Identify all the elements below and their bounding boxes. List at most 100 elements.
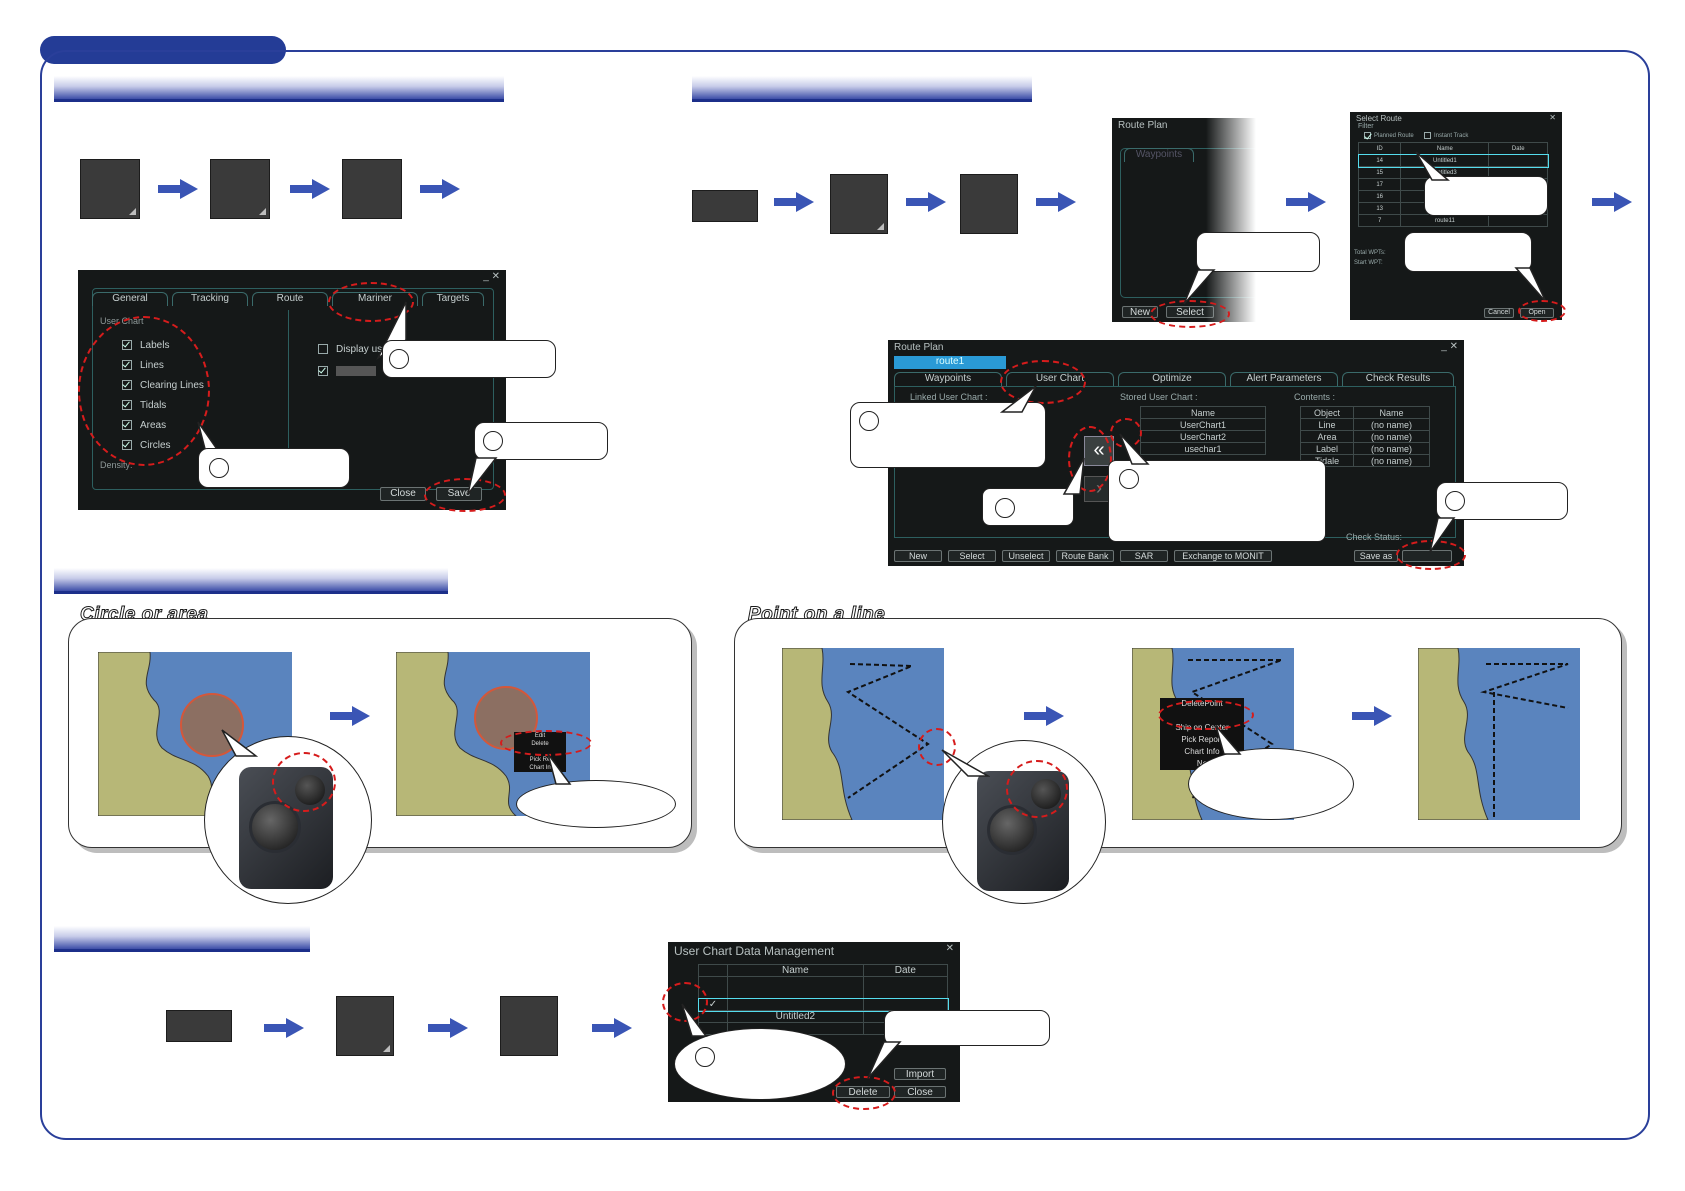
- highlight-right-button: [272, 752, 336, 812]
- close-icon[interactable]: _ ✕: [483, 271, 500, 282]
- column-header: Object: [1299, 406, 1355, 419]
- contents-label: Contents :: [1294, 392, 1336, 402]
- highlight-delete-button: [832, 1076, 896, 1110]
- tab-label: Waypoints: [924, 373, 972, 384]
- table-row[interactable]: UserChart1: [1140, 418, 1266, 431]
- highlight-row-checkbox: [662, 982, 708, 1022]
- section-bar-manage: [54, 926, 310, 952]
- window-title: User Chart Data Management: [674, 944, 835, 958]
- callout-delete-point: [1188, 748, 1354, 820]
- highlight-mariner-tab: [328, 282, 414, 322]
- cancel-button[interactable]: Cancel: [1484, 308, 1514, 318]
- close-icon[interactable]: ✕: [945, 943, 954, 954]
- table-row[interactable]: Line(no name): [1299, 418, 1430, 431]
- sar-button[interactable]: SAR: [1120, 550, 1168, 562]
- highlight-checkboxes: [78, 316, 210, 466]
- tab-waypoints[interactable]: Waypoints: [894, 372, 1002, 386]
- chart-map[interactable]: [1418, 648, 1580, 820]
- menu-item-pick-report[interactable]: Pick Re: [529, 757, 551, 763]
- callout-tail: [1119, 433, 1150, 465]
- select-button[interactable]: Select: [948, 550, 996, 562]
- tab-label: Waypoints: [1135, 149, 1183, 160]
- step-number: [1119, 469, 1139, 489]
- chart-map[interactable]: [782, 648, 944, 820]
- tab-label: Tracking: [191, 293, 229, 304]
- menu-item-chart-info[interactable]: Chart In: [529, 765, 551, 771]
- softkey-manage-3[interactable]: [500, 996, 558, 1056]
- callout-tail: [867, 1041, 902, 1079]
- softkey-route-3[interactable]: [960, 174, 1018, 234]
- tab-general[interactable]: General: [92, 292, 168, 306]
- softkey-2[interactable]: [210, 159, 270, 219]
- callout-tail: [1000, 385, 1037, 413]
- cell: route11: [1400, 214, 1490, 227]
- highlight-user-chart-tab: [1000, 360, 1086, 404]
- softkey-route[interactable]: [692, 190, 758, 222]
- softkey-route-2[interactable]: [830, 174, 888, 234]
- cell: 16: [1357, 190, 1402, 203]
- step-number: [1445, 491, 1465, 511]
- cell: Label: [1299, 442, 1355, 455]
- filter-planned[interactable]: Planned Route: [1364, 132, 1414, 139]
- import-button[interactable]: Import: [894, 1068, 946, 1080]
- tab-optimize[interactable]: Optimize: [1118, 372, 1226, 386]
- save-as-button[interactable]: Save as: [1354, 550, 1398, 562]
- column-header: Name: [1353, 406, 1430, 419]
- route-bank-button[interactable]: Route Bank: [1056, 550, 1114, 562]
- checkbox-icon: [318, 366, 328, 377]
- window-title: Select Route: [1356, 114, 1402, 123]
- new-button[interactable]: New: [1122, 306, 1158, 318]
- coastline-icon: [1418, 648, 1569, 820]
- unselect-button[interactable]: Unselect: [1002, 550, 1050, 562]
- window-title: Route Plan: [1118, 120, 1168, 131]
- close-button[interactable]: Close: [380, 487, 426, 501]
- softkey-manage-2[interactable]: [336, 996, 394, 1056]
- highlight-right-button: [1006, 760, 1068, 818]
- content-frame: [40, 50, 1650, 1140]
- table-row[interactable]: Tidale(no name): [1299, 454, 1430, 467]
- table-row[interactable]: Label(no name): [1299, 442, 1430, 455]
- route-name-label: route1: [894, 356, 1006, 369]
- menu-item-pick-report[interactable]: Pick Report: [1181, 735, 1223, 744]
- close-icon[interactable]: _ ✕: [1441, 341, 1458, 352]
- arrow-icon: [264, 1018, 304, 1038]
- tab-waypoints[interactable]: Waypoints: [1124, 148, 1194, 162]
- table-row[interactable]: UserChart2: [1140, 430, 1266, 443]
- arrow-icon: [290, 179, 330, 199]
- tab-alert-parameters[interactable]: Alert Parameters: [1230, 372, 1338, 386]
- softkey-manage[interactable]: [166, 1010, 232, 1042]
- step-number: [995, 498, 1015, 518]
- highlight-save-button: [424, 478, 506, 512]
- table-row[interactable]: [698, 976, 949, 999]
- tab-check-results[interactable]: Check Results: [1342, 372, 1454, 386]
- callout-tail: [681, 1003, 708, 1037]
- softkey-1[interactable]: [80, 159, 140, 219]
- softkey-3[interactable]: [342, 159, 402, 219]
- arrow-icon: [1036, 192, 1076, 212]
- close-icon[interactable]: ✕: [1549, 113, 1556, 122]
- route-plan-small-window: Route Plan Waypoints New Select: [1112, 118, 1256, 322]
- check-status-label: Check Status:: [1346, 532, 1403, 542]
- table-row[interactable]: Area(no name): [1299, 430, 1430, 443]
- tab-label: Targets: [436, 293, 470, 304]
- arrow-icon: [1286, 192, 1326, 212]
- option-2[interactable]: [318, 366, 376, 377]
- close-button[interactable]: Close: [894, 1086, 946, 1098]
- tab-targets[interactable]: Targets: [422, 292, 484, 306]
- callout-user-chart-tab: [850, 402, 1046, 468]
- exchange-to-monit-button[interactable]: Exchange to MONIT: [1174, 550, 1272, 562]
- display-user-chart-option[interactable]: Display us: [318, 344, 382, 355]
- filter-instant[interactable]: Instant Track: [1424, 132, 1468, 139]
- tab-tracking[interactable]: Tracking: [172, 292, 248, 306]
- menu-item-chart-info[interactable]: Chart Info: [1184, 747, 1220, 756]
- table-row[interactable]: usechar1: [1140, 442, 1266, 455]
- cell: Untitled2: [727, 1010, 864, 1023]
- dropdown[interactable]: [336, 366, 376, 377]
- new-button[interactable]: New: [894, 550, 942, 562]
- magnifier-pointer: [221, 729, 258, 757]
- cell: 7: [1357, 214, 1402, 227]
- tab-route[interactable]: Route: [252, 292, 328, 306]
- table-row[interactable]: ✓: [697, 997, 949, 1012]
- callout-route-list: [1424, 176, 1548, 216]
